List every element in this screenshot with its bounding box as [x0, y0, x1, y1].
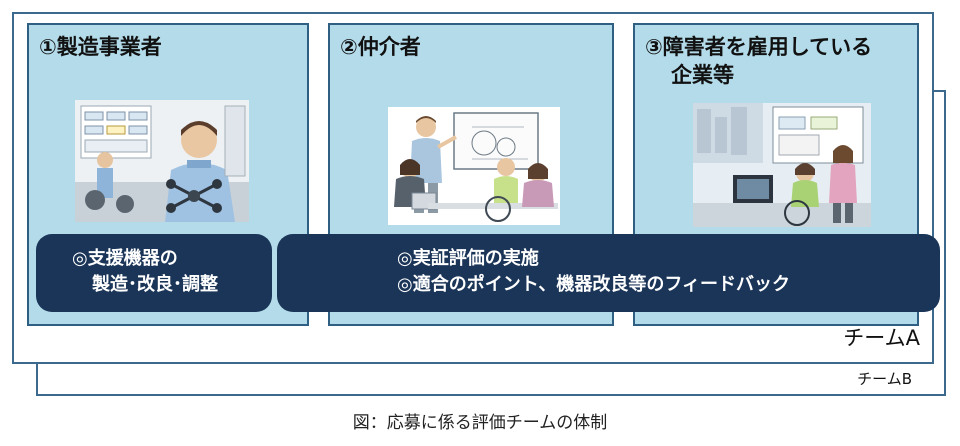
manufacturer-panel: ①製造事業者 — [27, 23, 309, 326]
evaluation-role-text: ◎実証評価の実施 ◎適合のポイント、機器改良等のフィードバック — [397, 246, 790, 298]
evaluation-role-pill: ◎実証評価の実施 ◎適合のポイント、機器改良等のフィードバック — [277, 234, 940, 312]
manufacturer-title: ①製造事業者 — [39, 33, 162, 61]
meeting-icon — [388, 107, 560, 225]
manufacturing-role-line1: ◎支援機器の — [72, 248, 178, 269]
intermediary-title: ②仲介者 — [340, 33, 421, 61]
team-b-label: チームB — [857, 370, 912, 388]
office-icon — [693, 103, 871, 227]
manufacturing-role-pill: ◎支援機器の 製造･改良･調整 — [36, 234, 272, 312]
team-a-label: チームA — [843, 326, 920, 350]
evaluation-role-line1: ◎実証評価の実施 — [397, 248, 539, 269]
factory-worker-icon — [75, 100, 249, 222]
manufacturing-role-text: ◎支援機器の 製造･改良･調整 — [72, 246, 218, 298]
consultation-meeting-illustration — [388, 107, 560, 225]
factory-worker-illustration — [75, 100, 249, 222]
employer-title-line2: 企業等 — [671, 63, 734, 87]
manufacturing-role-line2: 製造･改良･調整 — [92, 274, 218, 295]
office-wheelchair-user-illustration — [693, 103, 871, 227]
intermediary-title-text: ②仲介者 — [340, 35, 421, 59]
manufacturer-title-text: ①製造事業者 — [39, 35, 162, 59]
evaluation-role-line2: ◎適合のポイント、機器改良等のフィードバック — [397, 274, 790, 295]
employer-title: ③障害者を雇用している 企業等 — [645, 33, 872, 89]
figure-caption: 図：応募に係る評価チームの体制 — [352, 413, 608, 433]
employer-title-line1: ③障害者を雇用している — [645, 35, 873, 59]
